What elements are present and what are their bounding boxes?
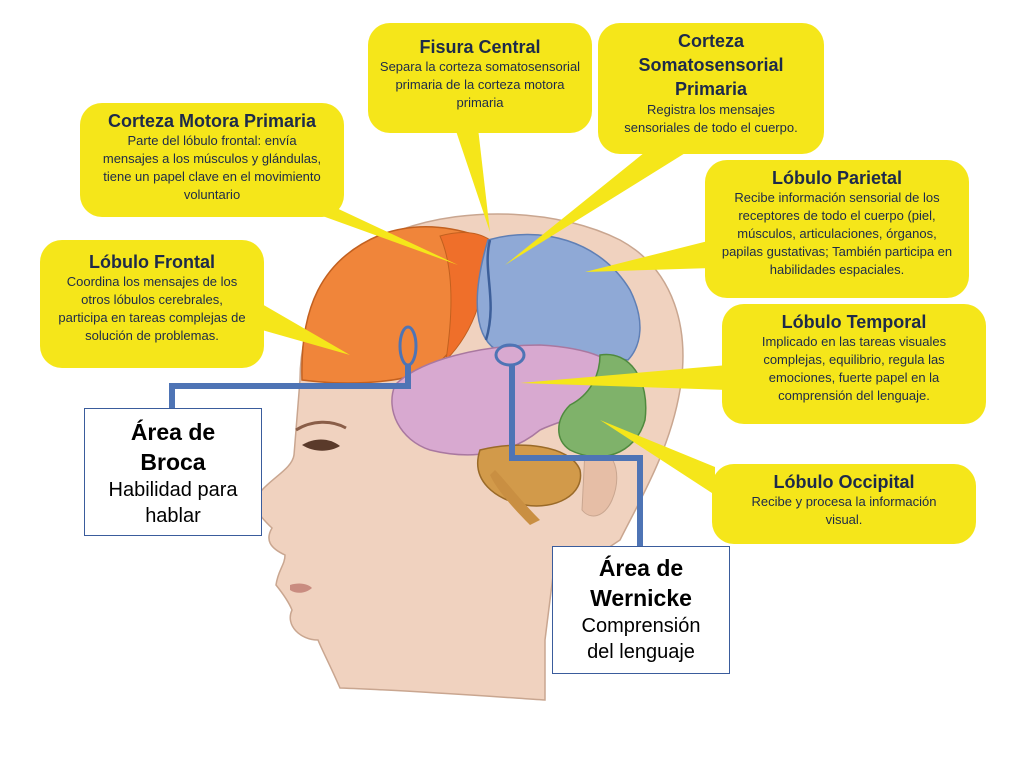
- callout-lobulo-frontal: Lóbulo Frontal Coordina los mensajes de …: [40, 240, 264, 368]
- callout-title: Corteza Motora Primaria: [107, 111, 317, 131]
- broca-connector-line: [169, 365, 411, 410]
- eye: [302, 439, 340, 451]
- callout-description: Registra los mensajes sensoriales de tod…: [624, 102, 798, 135]
- callout-title: Fisura Central: [419, 37, 541, 57]
- wernicke-connector-line: [509, 365, 643, 548]
- area-broca-box: Área de Broca Habilidad para hablar: [84, 408, 262, 536]
- tail-lobulo-parietal: [585, 240, 712, 272]
- brain-stem: [490, 470, 540, 525]
- tail-fisura-central: [455, 128, 490, 232]
- parietal-lobe: [476, 233, 641, 361]
- area-title: Área de Broca: [130, 419, 216, 475]
- callout-corteza-motora: Corteza Motora Primaria Parte del lóbulo…: [80, 103, 344, 217]
- area-description: Comprensión del lenguaje: [581, 615, 701, 663]
- area-wernicke-box: Área de Wernicke Comprensión del lenguaj…: [552, 546, 730, 674]
- area-description: Habilidad para hablar: [108, 479, 238, 527]
- callout-title: Lóbulo Temporal: [781, 312, 927, 332]
- callout-lobulo-parietal: Lóbulo Parietal Recibe información senso…: [705, 160, 969, 298]
- callout-title: Lóbulo Frontal: [89, 252, 215, 272]
- callout-title: Corteza Somatosensorial Primaria: [638, 31, 784, 99]
- tail-lobulo-frontal: [255, 300, 350, 355]
- callout-description: Recibe y procesa la información visual.: [751, 494, 937, 527]
- tail-corteza-motora: [292, 205, 458, 265]
- central-fissure: [484, 239, 492, 341]
- callout-description: Parte del lóbulo frontal: envía mensajes…: [102, 133, 322, 202]
- tail-lobulo-occipital: [600, 420, 715, 495]
- eyebrow: [295, 420, 347, 432]
- callout-lobulo-temporal: Lóbulo Temporal Implicado en las tareas …: [722, 304, 986, 424]
- tail-lobulo-temporal: [520, 365, 728, 390]
- callout-corteza-somatosensorial: Corteza Somatosensorial Primaria Registr…: [598, 23, 824, 154]
- callout-title: Lóbulo Occipital: [773, 472, 915, 492]
- lips: [290, 583, 312, 593]
- callout-lobulo-occipital: Lóbulo Occipital Recibe y procesa la inf…: [712, 464, 976, 544]
- callout-description: Implicado en las tareas visuales complej…: [761, 334, 947, 403]
- callout-title: Lóbulo Parietal: [771, 168, 903, 188]
- callout-description: Coordina los mensajes de los otros lóbul…: [58, 274, 246, 343]
- tail-corteza-somatosensorial: [505, 140, 690, 265]
- motor-cortex: [439, 232, 491, 362]
- callout-description: Recibe información sensorial de los rece…: [721, 190, 953, 277]
- callout-description: Separa la corteza somatosensorial primar…: [379, 59, 581, 110]
- area-title: Área de Wernicke: [590, 555, 692, 611]
- callout-fisura-central: Fisura Central Separa la corteza somatos…: [368, 23, 592, 133]
